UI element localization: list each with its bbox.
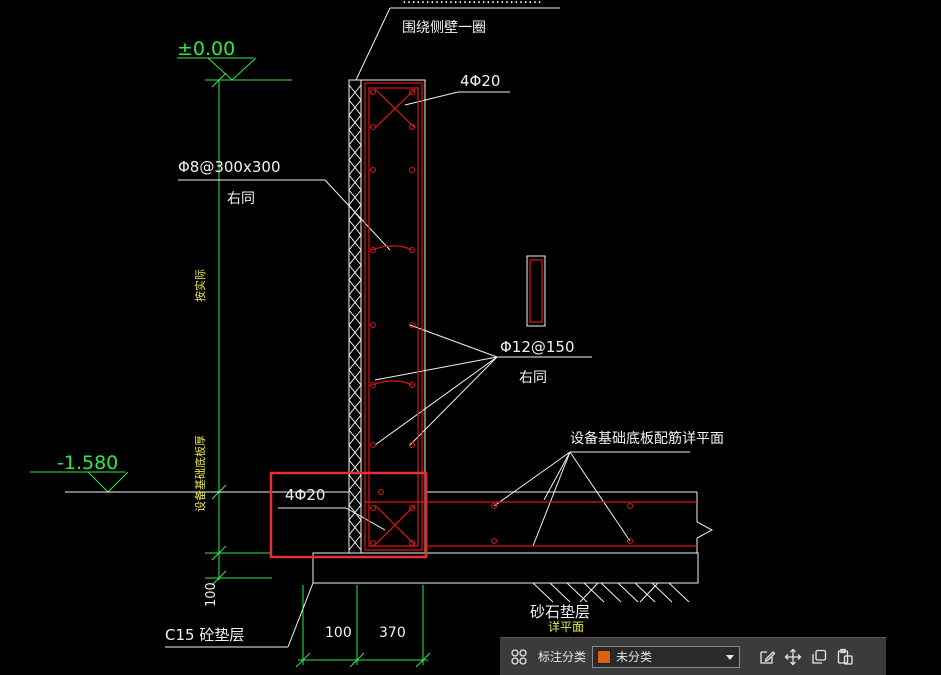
slab-ref-label: 设备基础底板配筋详平面 <box>570 430 724 447</box>
chevron-down-icon <box>725 647 735 666</box>
top-note-line2: 围绕侧壁一圈 <box>402 20 486 36</box>
structure-lines <box>65 7 714 648</box>
gravel-label: 砂石垫层 <box>530 603 590 621</box>
annotation-toolbar: 标注分类 未分类 <box>500 637 886 675</box>
level-top: ±0.00 <box>177 38 235 60</box>
classification-select[interactable]: 未分类 <box>592 645 741 668</box>
dim-vert-label: 按实际 <box>193 269 207 302</box>
dim-vert-label2: 设备基础底板厚 <box>193 435 207 512</box>
level-bottom: -1.580 <box>57 452 118 474</box>
classification-label: 标注分类 <box>538 650 587 664</box>
grid-icon[interactable] <box>506 644 532 670</box>
stirrup-same-label: 右同 <box>227 191 255 207</box>
dim-cushion: 100 <box>204 582 219 607</box>
rebar-dots <box>370 89 633 546</box>
move-icon[interactable] <box>780 644 806 670</box>
bar-bottom-label: 4Φ20 <box>285 486 325 504</box>
c15-label: C15 砼垫层 <box>165 626 244 644</box>
bar-top-label: 4Φ20 <box>460 72 500 90</box>
edit-icon[interactable] <box>754 644 780 670</box>
highlight-box <box>269 471 428 559</box>
dim-w1: 100 <box>325 625 352 641</box>
gravel-sub-label: 详平面 <box>548 619 584 634</box>
rebar-cage <box>364 82 697 551</box>
dim-w2: 370 <box>379 625 406 641</box>
stirrup-label: Φ8@300x300 <box>178 158 281 176</box>
classification-value: 未分类 <box>616 650 653 664</box>
wall-bar-label: Φ12@150 <box>500 338 575 356</box>
wall-same-label: 右同 <box>519 370 547 386</box>
top-cut-text: ………………………… <box>402 0 542 7</box>
copy-icon[interactable] <box>806 644 832 670</box>
paste-icon[interactable] <box>832 644 858 670</box>
category-swatch <box>597 649 612 664</box>
dimension-lines <box>30 57 431 668</box>
